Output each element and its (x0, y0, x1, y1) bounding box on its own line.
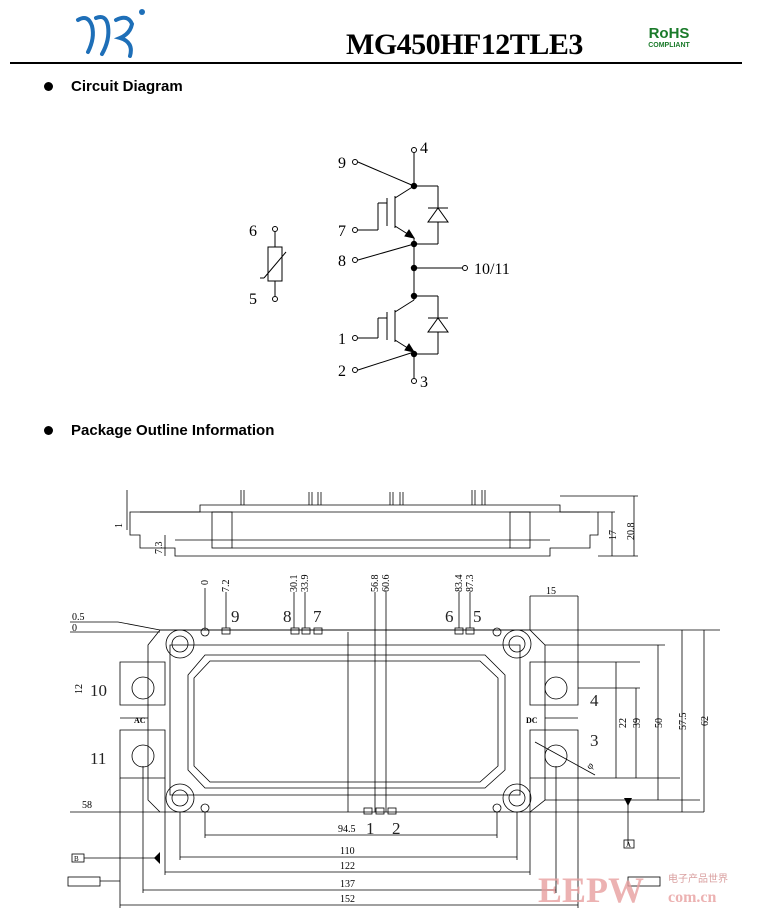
section-package-title: Package Outline Information (71, 422, 275, 439)
dim-top-56-8: 56.8 (370, 575, 381, 593)
pin-5: 5 (249, 291, 257, 308)
dim-side-20-8: 20.8 (626, 523, 637, 541)
dim-top-0: 0 (200, 580, 211, 585)
dim-top-60-6: 60.6 (381, 575, 392, 593)
outline-pin-4: 4 (590, 691, 599, 710)
rohs-badge: RoHS COMPLIANT (638, 26, 700, 51)
label-ac: AC (134, 716, 146, 725)
datum-a: A (626, 841, 631, 849)
datum-b: B (74, 855, 79, 863)
dim-15: 15 (546, 586, 556, 597)
section-circuit-title: Circuit Diagram (71, 78, 183, 95)
dim-side-17: 17 (608, 530, 619, 540)
dim-57-5: 57.5 (678, 713, 689, 731)
bullet-icon (44, 426, 53, 435)
outline-pin-11: 11 (90, 749, 106, 768)
dim-122: 122 (340, 861, 355, 872)
company-logo (76, 9, 145, 58)
dim-39: 39 (632, 718, 643, 728)
dim-22: 22 (618, 718, 629, 728)
watermark-site: com.cn (668, 889, 717, 906)
dim-top-30-1: 30.1 (289, 575, 300, 593)
dim-50: 50 (654, 718, 665, 728)
label-dc: DC (526, 716, 538, 725)
dim-top-83-4: 83.4 (454, 575, 465, 593)
dim-12: 12 (74, 684, 85, 694)
pin-1: 1 (338, 331, 346, 348)
dim-137: 137 (340, 879, 355, 890)
dim-top-7-2: 7.2 (221, 580, 232, 593)
pin-7: 7 (338, 223, 346, 240)
outline-pin-10: 10 (90, 681, 107, 700)
part-number: MG450HF12TLE3 (346, 28, 583, 61)
rohs-main: RoHS (648, 25, 690, 42)
outline-pin-3: 3 (590, 731, 599, 750)
pin-9: 9 (338, 155, 346, 172)
outline-pin-9: 9 (231, 607, 240, 626)
dim-0: 0 (72, 623, 77, 634)
watermark-main: EEPW (538, 870, 644, 910)
dim-58: 58 (82, 800, 92, 811)
header-rule (10, 62, 742, 64)
dim-side-7-3: 7.3 (154, 542, 165, 555)
dim-94-5: 94.5 (338, 824, 356, 835)
dim-top-87-3: 87.3 (465, 575, 476, 593)
dim-top-33-9: 33.9 (300, 575, 311, 593)
section-package: Package Outline Information (44, 422, 274, 439)
dim-62: 62 (700, 716, 711, 726)
outline-pin-7: 7 (313, 607, 322, 626)
dim-152: 152 (340, 894, 355, 905)
bullet-icon (44, 82, 53, 91)
pin-8: 8 (338, 253, 346, 270)
dim-side-1: 1 (114, 523, 125, 528)
dim-110: 110 (340, 846, 355, 857)
pin-6: 6 (249, 223, 257, 240)
section-circuit: Circuit Diagram (44, 78, 183, 95)
rohs-sub: COMPLIANT (648, 42, 690, 49)
pin-3: 3 (420, 374, 428, 391)
pin-2: 2 (338, 363, 346, 380)
pin-4: 4 (420, 140, 428, 157)
dim-0-5: 0.5 (72, 612, 85, 623)
pin-10-11: 10/11 (474, 261, 510, 278)
watermark: EEPW com.cn 电子产品世界 (538, 870, 728, 910)
outline-pin-2: 2 (392, 819, 401, 838)
outline-pin-1: 1 (366, 819, 375, 838)
outline-pin-6: 6 (445, 607, 454, 626)
watermark-cn: 电子产品世界 (668, 872, 728, 885)
outline-pin-8: 8 (283, 607, 292, 626)
outline-pin-5: 5 (473, 607, 482, 626)
